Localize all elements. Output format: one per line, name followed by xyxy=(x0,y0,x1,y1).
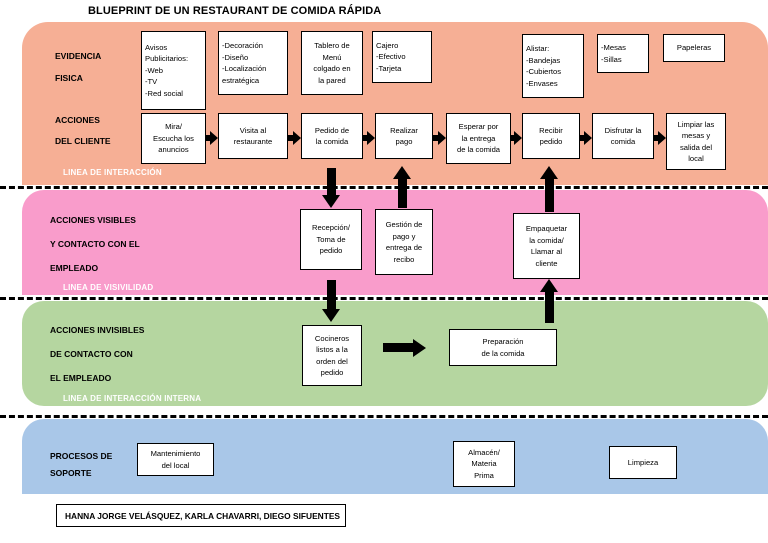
cliente-box-esperar-entrega-text: Esperar por la entrega de la comida xyxy=(456,122,501,155)
visible-box-empaquetar-comida: Empaquetar la comida/ Llamar al cliente xyxy=(513,213,580,279)
evidencia-box-papeleras: Papeleras xyxy=(663,34,725,62)
cliente-box-limpiar-mesas-text: Limpiar las mesas y salida del local xyxy=(677,119,715,164)
band-label-acciones-invisibles-line3: EL EMPLEADO xyxy=(50,373,112,383)
visible-box-recepcion-toma-pedido-text: Recepción/ Toma de pedido xyxy=(312,223,350,256)
cliente-box-disfrutar-comida-text: Disfrutar la comida xyxy=(604,125,642,147)
separator-line-interaccion xyxy=(0,186,768,189)
cliente-box-limpiar-mesas: Limpiar las mesas y salida del local xyxy=(666,113,726,170)
page-title: BLUEPRINT DE UN RESTAURANT DE COMIDA RÁP… xyxy=(88,5,382,17)
evidencia-box-mesas-sillas-text: -Mesas -Sillas xyxy=(601,43,626,64)
cross-arrow-down-pedido-a-recepcion xyxy=(322,168,341,208)
soporte-box-limpieza-text: Limpieza xyxy=(627,457,659,467)
cliente-box-esperar-entrega: Esperar por la entrega de la comida xyxy=(446,113,511,164)
soporte-box-almacen-materia-prima-text: Almacén/ Materia Prima xyxy=(468,447,500,480)
cliente-box-pedido-comida-text: Pedido de la comida xyxy=(314,125,350,147)
band-label-procesos-soporte-line1: PROCESOS DE xyxy=(50,451,113,461)
cross-arrow-up-gestion-a-pago xyxy=(393,166,412,208)
band-label-acciones-cliente-line1: ACCIONES xyxy=(55,115,100,125)
visible-box-gestion-pago-text: Gestión de pago y entrega de recibo xyxy=(385,220,423,264)
band-label-evidencia-fisica-line1: EVIDENCIA xyxy=(55,51,102,61)
invisible-box-preparacion-comida: Preparación de la comida xyxy=(449,329,557,366)
evidencia-box-avisos-publicitarios-text: Avisos Publicitarios: -Web -TV -Red soci… xyxy=(145,42,189,98)
cliente-box-visita-restaurante: Visita al restaurante xyxy=(218,113,288,159)
cross-arrow-up-preparacion-a-empaquetar xyxy=(540,279,559,323)
separator-line-visivilidad xyxy=(0,297,768,300)
evidencia-box-mesas-sillas: -Mesas -Sillas xyxy=(597,34,649,73)
separator-label-linea-visivilidad: LINEA DE VISIVILIDAD xyxy=(63,283,154,292)
flow-arrow-cliente-4 xyxy=(433,131,446,145)
cross-arrow-down-recepcion-a-cocineros xyxy=(322,280,341,322)
band-label-acciones-invisibles-line2: DE CONTACTO CON xyxy=(50,349,133,359)
separator-label-linea-interaccion-interna: LINEA DE INTERACCIÓN INTERNA xyxy=(63,394,202,403)
band-label-acciones-visibles-line3: EMPLEADO xyxy=(50,263,99,273)
soporte-box-mantenimiento-local-text: Mantenimiento del local xyxy=(150,449,201,470)
evidencia-box-alistar: Alistar: -Bandejas -Cubiertos -Envases xyxy=(522,34,584,98)
band-acciones-invisibles xyxy=(22,301,768,406)
band-label-acciones-cliente-line2: DEL CLIENTE xyxy=(55,136,111,146)
cliente-box-disfrutar-comida: Disfrutar la comida xyxy=(592,113,654,159)
band-label-acciones-visibles-line2: Y CONTACTO CON EL xyxy=(50,239,140,249)
flow-arrow-cocineros-a-preparacion xyxy=(383,339,426,357)
band-label-acciones-invisibles-line1: ACCIONES INVISIBLES xyxy=(50,325,145,335)
evidencia-box-tablero-menu: Tablero de Menú colgado en la pared xyxy=(301,31,363,95)
cross-arrow-up-empaquetar-a-recibir xyxy=(540,166,559,212)
footer-credits-text: HANNA JORGE VELÁSQUEZ, KARLA CHAVARRI, D… xyxy=(65,510,340,521)
evidencia-box-cajero: Cajero -Efectivo -Tarjeta xyxy=(372,31,432,83)
evidencia-box-decoracion-text: -Decoración -Diseño -Localización estrat… xyxy=(222,41,267,85)
cliente-box-pedido-comida: Pedido de la comida xyxy=(301,113,363,159)
invisible-box-preparacion-comida-text: Preparación de la comida xyxy=(481,337,525,358)
flow-arrow-cliente-2 xyxy=(288,131,301,145)
evidencia-box-decoracion: -Decoración -Diseño -Localización estrat… xyxy=(218,31,288,95)
cliente-box-realizar-pago: Realizar pago xyxy=(375,113,433,159)
soporte-box-almacen-materia-prima: Almacén/ Materia Prima xyxy=(453,441,515,487)
footer-credits-box: HANNA JORGE VELÁSQUEZ, KARLA CHAVARRI, D… xyxy=(56,504,346,527)
flow-arrow-cliente-7 xyxy=(654,131,666,145)
separator-label-linea-interaccion: LINEA DE INTERACCIÓN xyxy=(63,168,162,177)
band-label-procesos-soporte-line2: SOPORTE xyxy=(50,468,92,478)
flow-arrow-cliente-3 xyxy=(363,131,375,145)
evidencia-box-avisos-publicitarios: Avisos Publicitarios: -Web -TV -Red soci… xyxy=(141,31,206,110)
visible-box-empaquetar-comida-text: Empaquetar la comida/ Llamar al cliente xyxy=(525,224,568,268)
cliente-box-recibir-pedido: Recibir pedido xyxy=(522,113,580,159)
separator-line-interaccion-interna xyxy=(0,415,768,418)
invisible-box-cocineros-listos-text: Cocineros listos a la orden del pedido xyxy=(314,333,350,378)
soporte-box-limpieza: Limpieza xyxy=(609,446,677,479)
cliente-box-visita-restaurante-text: Visita al restaurante xyxy=(233,125,273,147)
band-label-acciones-visibles-line1: ACCIONES VISIBLES xyxy=(50,215,136,225)
evidencia-box-cajero-text: Cajero -Efectivo -Tarjeta xyxy=(376,40,406,73)
evidencia-box-alistar-text: Alistar: -Bandejas -Cubiertos -Envases xyxy=(526,44,562,88)
evidencia-box-tablero-menu-text: Tablero de Menú colgado en la pared xyxy=(313,41,351,85)
soporte-box-mantenimiento-local: Mantenimiento del local xyxy=(137,443,214,476)
flow-arrow-cliente-1 xyxy=(206,131,218,145)
cliente-box-realizar-pago-text: Realizar pago xyxy=(390,125,418,147)
flow-arrow-cliente-6 xyxy=(580,131,592,145)
evidencia-box-papeleras-text: Papeleras xyxy=(676,43,712,53)
visible-box-gestion-pago: Gestión de pago y entrega de recibo xyxy=(375,209,433,275)
cliente-box-recibir-pedido-text: Recibir pedido xyxy=(539,125,563,147)
cliente-box-mira-escucha-text: Mira/ Escucha los anuncios xyxy=(153,122,194,155)
band-label-evidencia-fisica-line2: FISICA xyxy=(55,73,83,83)
invisible-box-cocineros-listos: Cocineros listos a la orden del pedido xyxy=(302,325,362,386)
cliente-box-mira-escucha: Mira/ Escucha los anuncios xyxy=(141,113,206,164)
visible-box-recepcion-toma-pedido: Recepción/ Toma de pedido xyxy=(300,209,362,270)
flow-arrow-cliente-5 xyxy=(511,131,522,145)
